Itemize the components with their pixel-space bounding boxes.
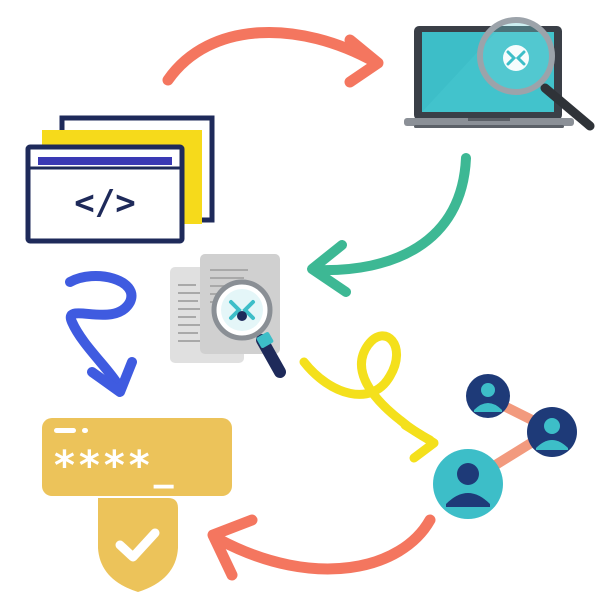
arrow-laptop-to-document [307,153,471,297]
user-avatar-large-icon [433,449,503,519]
arrow-document-to-network [299,331,439,463]
arrow-code-to-laptop [162,27,384,88]
magnifier-logo-icon [503,45,529,71]
laptop-inspect-icon [404,17,595,131]
arrow-code-to-password [65,270,137,397]
password-masked-text: ****_ [54,443,178,489]
user-network-icon [433,374,577,519]
document-magnifier-logo-icon [229,300,255,321]
code-window-icon: </> [25,115,215,244]
password-field-icon: ****_ [42,418,232,496]
user-avatar-small-icon [466,374,510,418]
shield-check-icon [98,498,178,592]
user-avatar-medium-icon [527,407,577,457]
document-search-icon [170,254,286,378]
arrow-network-to-shield [207,514,436,581]
code-glyph: </> [74,183,135,223]
